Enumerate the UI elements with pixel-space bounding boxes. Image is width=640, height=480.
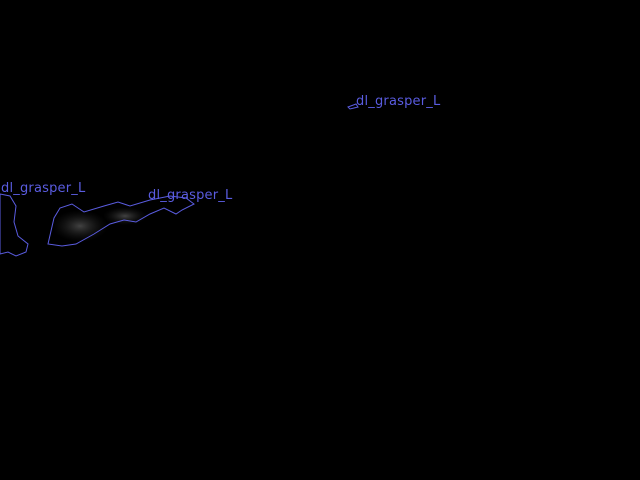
annotation-region-upper: dl_grasper_L <box>347 94 441 110</box>
grasper-outline-middle <box>47 195 195 247</box>
tissue-highlight <box>103 207 147 225</box>
tissue-highlight <box>52 210 108 242</box>
grasper-outline-upper <box>347 103 359 110</box>
annotation-label: dl_grasper_L <box>1 181 86 196</box>
annotation-region-middle: dl_grasper_L <box>47 188 233 247</box>
annotation-label: dl_grasper_L <box>356 94 441 109</box>
annotation-label: dl_grasper_L <box>148 188 233 203</box>
grasper-outline-left <box>0 193 29 257</box>
annotation-region-left: dl_grasper_L <box>0 181 86 257</box>
